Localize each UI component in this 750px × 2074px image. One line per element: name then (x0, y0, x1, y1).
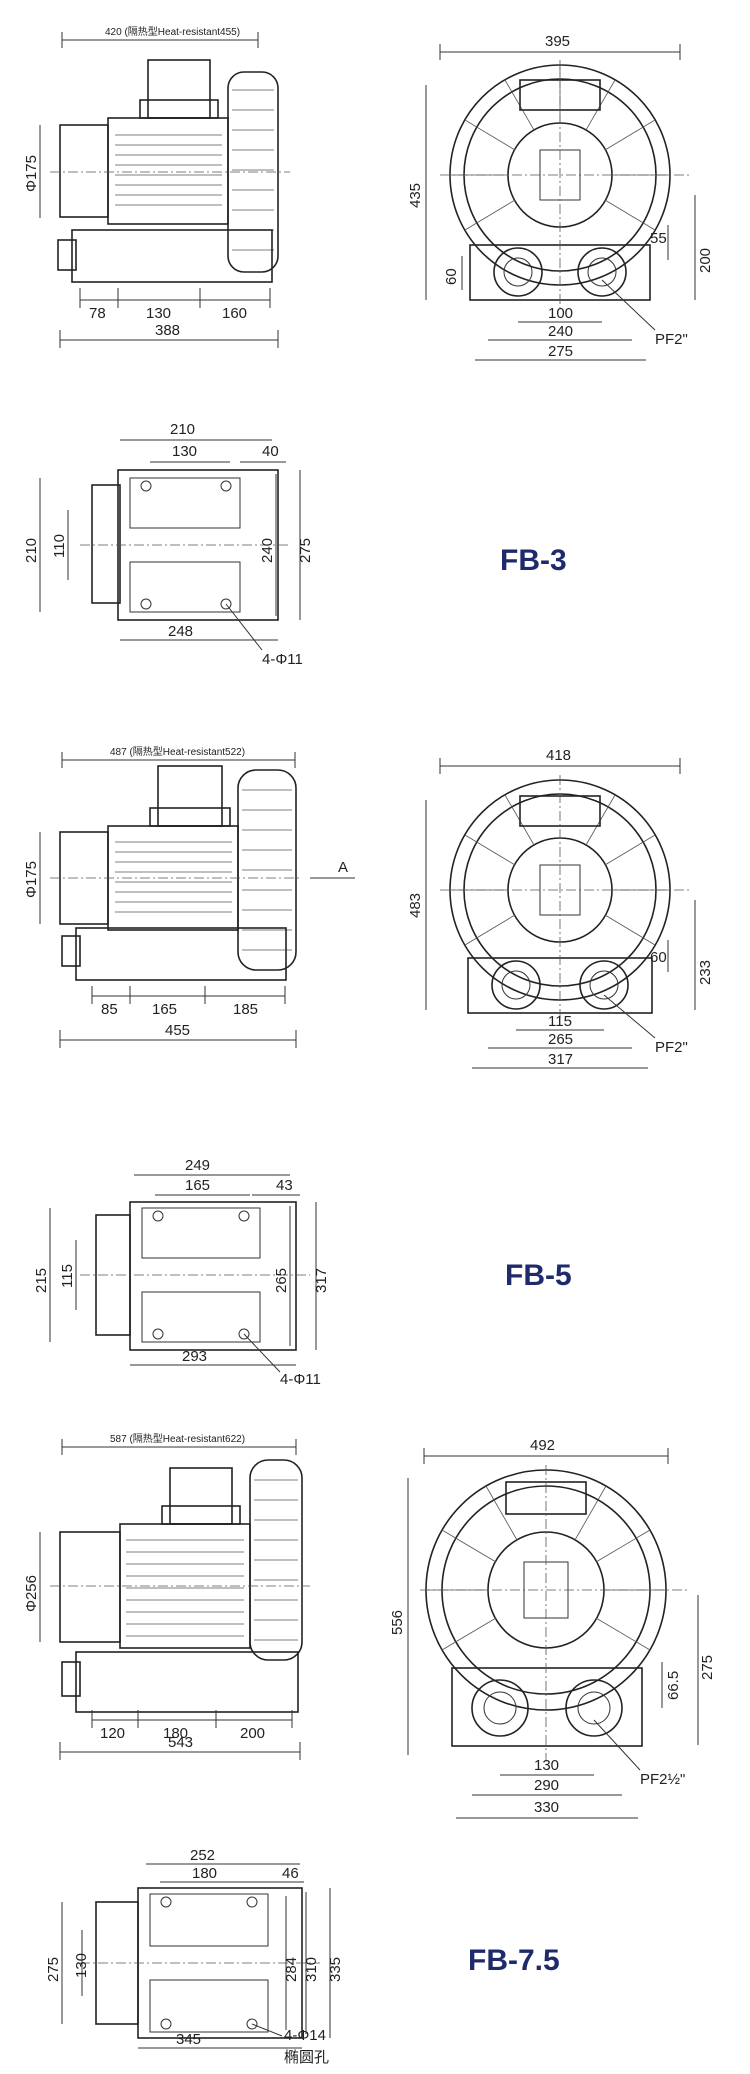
fb-5-base-in: 265 (548, 1031, 573, 1048)
panel-fb-7-5: 587 (隔热型Heat-resistant622) Φ256 120 18 (0, 1390, 750, 2069)
fb-5-base-out: 317 (548, 1051, 573, 1068)
fb-7-5-base-w-top: 252 (190, 1847, 215, 1864)
fb-3-seg1: 78 (89, 305, 106, 322)
fb-5-base-view: 249 165 43 215 115 265 317 293 4-Φ11 (33, 1157, 330, 1388)
fb-3-model-name: FB-3 (500, 544, 567, 577)
fb-7-5-base-w-bottom: 345 (176, 2031, 201, 2048)
fb-3-front-width: 395 (545, 33, 570, 50)
panel-fb-5: 487 (隔热型Heat-resistant522) A Φ175 85 (0, 700, 750, 1390)
fb-7-5-base-holes-note: 椭圆孔 (284, 2049, 329, 2066)
fb-5-base-h-r2: 317 (313, 1268, 330, 1293)
fb-7-5-front-view: 492 556 66.5 275 130 290 330 PF2½" (389, 1437, 716, 1819)
fb-5-model-name: FB-5 (505, 1259, 572, 1292)
fb-3-front-height: 435 (407, 183, 424, 208)
fb-7-5-base-h-inner: 130 (73, 1953, 90, 1978)
fb-3-base-in: 240 (548, 323, 573, 340)
fb-5-side-view: 487 (隔热型Heat-resistant522) A Φ175 85 (23, 745, 355, 1048)
fb-5-port-gap: 115 (548, 1013, 572, 1030)
fb-3-front-left-h: 60 (443, 268, 460, 285)
fb-7-5-base-w-mid: 180 (192, 1865, 217, 1882)
fb-7-5-base-w-right: 46 (282, 1865, 299, 1882)
fb-5-port: PF2" (655, 1039, 688, 1056)
fb-5-front-height: 483 (407, 893, 424, 918)
fb-5-seg2: 165 (152, 1001, 177, 1018)
fb-5-drawing: 487 (隔热型Heat-resistant522) A Φ175 85 (23, 745, 714, 1388)
fb-3-base-holes: 4-Φ11 (262, 651, 303, 668)
fb-3-dia-label: Φ175 (23, 155, 40, 192)
fb-3-drawing: 420 (隔热型Heat-resistant455) Φ175 (23, 25, 714, 668)
fb-3-seg2: 130 (146, 305, 171, 322)
fb-7-5-front-width: 492 (530, 1437, 555, 1454)
fb-5-base-h-r1: 265 (273, 1268, 290, 1293)
fb-3-side-view: 420 (隔热型Heat-resistant455) Φ175 (23, 25, 290, 348)
fb-7-5-overall-label: 587 (隔热型Heat-resistant622) (110, 1432, 245, 1445)
fb-7-5-base-view: 252 180 46 275 130 284 310 335 345 4-Φ14… (45, 1847, 344, 2066)
fb-7-5-drawing: 587 (隔热型Heat-resistant622) Φ256 120 18 (23, 1432, 716, 2066)
fb-7-5-base-out: 330 (534, 1799, 559, 1816)
fb-7-5-port-gap: 130 (534, 1757, 559, 1774)
fb-7-5-front-r2: 275 (699, 1655, 716, 1680)
fb-7-5-base-h-r3: 335 (327, 1957, 344, 1982)
fb-7-5-front-r1: 66.5 (665, 1671, 682, 1700)
fb-3-base-h-r2: 275 (297, 538, 314, 563)
fb-7-5-seg2: 180 (163, 1725, 188, 1742)
fb-5-base-h-left: 215 (33, 1268, 50, 1293)
fb-7-5-total: 543 (168, 1734, 193, 1751)
fb-5-seg3: 185 (233, 1001, 258, 1018)
fb-3-overall-label: 420 (隔热型Heat-resistant455) (105, 25, 240, 38)
fb-5-base-w-right: 43 (276, 1177, 293, 1194)
fb-7-5-base-h-r2: 310 (303, 1957, 320, 1982)
fb-3-base-view: 210 130 40 210 110 240 275 248 4-Φ11 (23, 421, 314, 668)
fb-3-front-r1: 55 (650, 230, 667, 247)
fb-5-front-r1: 60 (650, 949, 667, 966)
fb-5-base-h-inner: 115 (59, 1264, 76, 1288)
fb-5-front-r2: 233 (697, 960, 714, 985)
fb-3-front-view: 395 435 55 200 60 100 240 275 (407, 33, 714, 361)
fb-7-5-seg1: 120 (100, 1725, 125, 1742)
fb-3-base-h-left: 210 (23, 538, 40, 563)
fb-5-base-w-mid: 165 (185, 1177, 210, 1194)
fb-5-total: 455 (165, 1022, 190, 1039)
fb-7-5-base-h-left: 275 (45, 1957, 62, 1982)
fb-3-base-w-right: 40 (262, 443, 279, 460)
fb-7-5-model-name: FB-7.5 (468, 1944, 560, 1977)
fb-7-5-front-height: 556 (389, 1610, 406, 1635)
fb-7-5-side-view: 587 (隔热型Heat-resistant622) Φ256 120 18 (23, 1432, 310, 1760)
fb-3-base-out: 275 (548, 343, 573, 360)
fb-3-port: PF2" (655, 331, 688, 348)
fb-5-front-view: 418 483 60 233 115 265 317 PF2" (407, 747, 714, 1069)
fb-7-5-port: PF2½" (640, 1771, 685, 1788)
fb-3-total: 388 (155, 322, 180, 339)
fb-3-port-gap: 100 (548, 305, 573, 322)
fb-5-arrow-label: A (338, 859, 348, 876)
fb-3-base-h-inner: 110 (51, 534, 68, 558)
fb-3-front-r2: 200 (697, 248, 714, 273)
fb-3-base-w-mid: 130 (172, 443, 197, 460)
fb-5-base-holes: 4-Φ11 (280, 1371, 321, 1388)
fb-7-5-base-in: 290 (534, 1777, 559, 1794)
fb-5-front-width: 418 (546, 747, 571, 764)
panel-fb-3: 420 (隔热型Heat-resistant455) Φ175 (0, 0, 750, 700)
fb-3-base-w-top: 210 (170, 421, 195, 438)
fb-3-seg3: 160 (222, 305, 247, 322)
fb-7-5-base-holes: 4-Φ14 (284, 2027, 326, 2044)
fb-5-overall-label: 487 (隔热型Heat-resistant522) (110, 745, 245, 758)
fb-5-dia-label: Φ175 (23, 861, 40, 898)
fb-3-base-w-bottom: 248 (168, 623, 193, 640)
fb-7-5-base-h-r1: 284 (283, 1957, 300, 1982)
fb-3-base-h-r1: 240 (259, 538, 276, 563)
fb-5-seg1: 85 (101, 1001, 118, 1018)
fb-5-base-w-top: 249 (185, 1157, 210, 1174)
fb-7-5-dia-label: Φ256 (23, 1575, 40, 1612)
fb-5-base-w-bottom: 293 (182, 1348, 207, 1365)
fb-7-5-seg3: 200 (240, 1725, 265, 1742)
